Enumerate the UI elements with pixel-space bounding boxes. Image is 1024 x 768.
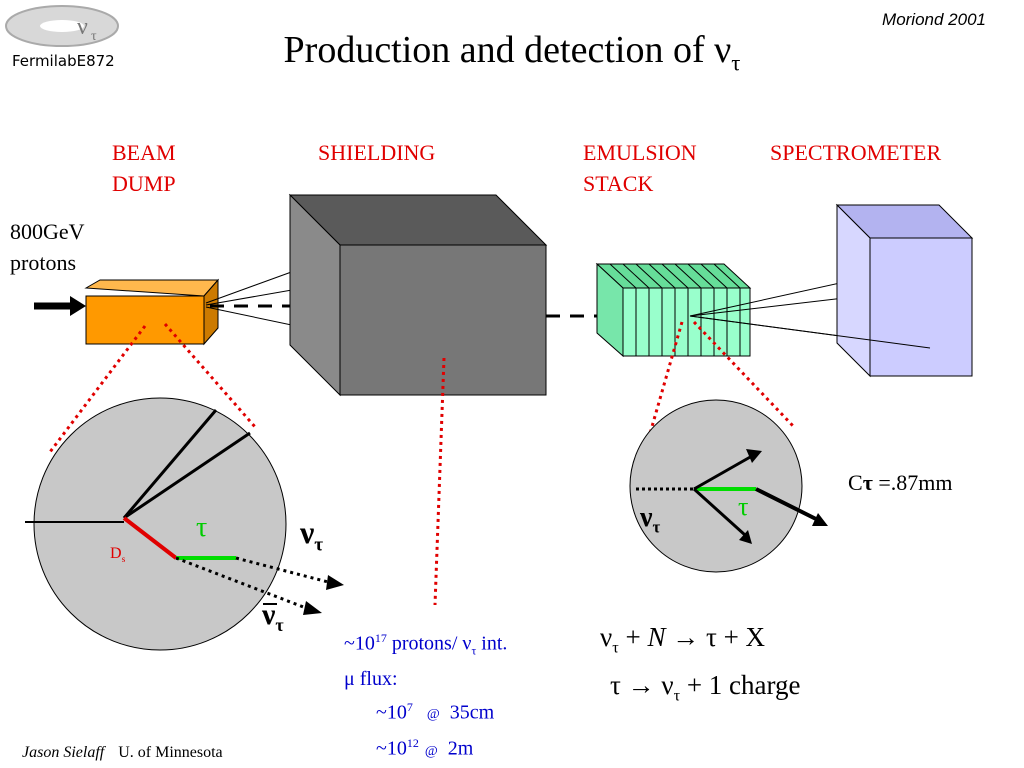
- ds-track: [122, 516, 178, 560]
- flux-l3b: 35cm: [449, 701, 495, 724]
- r2-rest: + 1 charge: [680, 670, 801, 701]
- flux-block: ~1017 protons/ ντ int. μ flux: ~107@35cm…: [344, 624, 507, 766]
- ds-label: Ds: [110, 545, 125, 565]
- ds-main: D: [110, 545, 122, 562]
- nu-symbol: ν: [300, 514, 315, 550]
- beam-dump-box: [84, 278, 220, 346]
- flux-l1sub: τ: [471, 643, 477, 658]
- r1-nu-sub: τ: [612, 638, 619, 657]
- flux-l3at: @: [426, 707, 440, 723]
- flux-l3a: ~10: [376, 701, 407, 724]
- reaction-2: τ → ντ + 1 charge: [600, 666, 801, 714]
- ctau-value: =.87mm: [872, 470, 953, 495]
- nu-symbol-right: ν: [640, 502, 653, 533]
- ctau-label: Cτ =.87mm: [848, 470, 952, 496]
- reaction-block: ντ + N → τ + X τ → ντ + 1 charge: [600, 618, 801, 715]
- r1-rest: → τ + X: [665, 622, 766, 652]
- r1-n: N: [647, 622, 666, 652]
- nubar-symbol: ν: [262, 598, 276, 631]
- right-zoom-circle: [629, 399, 828, 573]
- footer: Jason Sielaff U. of Minnesota: [22, 744, 223, 762]
- beam-label-line1: 800GeV: [10, 219, 85, 244]
- flux-l3sup: 7: [406, 699, 413, 714]
- svg-text:ν: ν: [77, 14, 88, 40]
- beam-label-line2: protons: [10, 250, 76, 275]
- r2-sub: τ: [673, 686, 681, 705]
- logo-label: FermilabE872: [12, 52, 115, 70]
- flux-l4sup: 12: [406, 736, 419, 751]
- ctau-c: C: [848, 470, 863, 495]
- label-spectrometer: SPECTROMETER: [770, 140, 942, 165]
- nu-tau-label-left: ντ: [300, 514, 323, 556]
- label-beam-dump: BEAM DUMP: [112, 137, 176, 199]
- label-emulsion-line2: STACK: [583, 171, 654, 196]
- tau-label-left: τ: [196, 512, 208, 543]
- tau-label-right: τ: [738, 492, 749, 521]
- nu-sub: τ: [314, 534, 324, 556]
- zoom-guides: [48, 320, 797, 606]
- footer-affiliation: U. of Minnesota: [118, 744, 223, 761]
- ds-sub: s: [121, 554, 126, 566]
- r1-plus: +: [618, 622, 648, 652]
- flux-l1b: protons/ ν: [386, 632, 472, 655]
- spectrometer-box: [835, 203, 974, 378]
- flux-l4at: @: [424, 743, 438, 759]
- emulsion-stack: [595, 262, 752, 358]
- label-beam-dump-line1: BEAM: [112, 140, 176, 165]
- nu-tau-label-right: ντ: [640, 502, 660, 538]
- r1-nu: ν: [600, 622, 613, 652]
- shielding-block: [288, 193, 548, 397]
- label-shielding: SHIELDING: [318, 140, 436, 165]
- nu-sub-right: τ: [652, 517, 661, 537]
- flux-l1c: int.: [476, 632, 508, 655]
- nubar-sub: τ: [275, 615, 284, 635]
- proton-beam-arrow: [34, 296, 86, 316]
- left-zoom-circle: [25, 397, 344, 651]
- conference-label: Moriond 2001: [882, 10, 986, 29]
- flux-l4b: 2m: [447, 737, 474, 760]
- flux-line-2: μ flux:: [344, 667, 398, 690]
- flux-line-3: ~107 @35cm: [344, 693, 507, 730]
- beam-label: 800GeV protons: [10, 216, 85, 278]
- footer-author: Jason Sielaff: [22, 744, 105, 761]
- flux-line-1: ~1017 protons/ ντ int.: [344, 624, 507, 665]
- flux-l1a: ~10: [344, 632, 375, 655]
- title-tau: τ: [731, 50, 741, 76]
- title-text: Production and detection of: [283, 29, 715, 71]
- nubar-tau-label: ντ: [262, 598, 284, 636]
- flux-l1sup: 17: [374, 631, 387, 645]
- label-emulsion-stack: EMULSION STACK: [583, 137, 697, 199]
- flux-line-4: ~1012 @2m: [344, 729, 507, 766]
- label-emulsion-line1: EMULSION: [583, 140, 697, 165]
- label-beam-dump-line2: DUMP: [112, 171, 176, 196]
- title-nu: ν: [714, 29, 732, 71]
- r2-main: τ → ν: [610, 670, 674, 701]
- nu-tau-logo: ν τ: [5, 5, 119, 47]
- svg-text:τ: τ: [91, 29, 97, 44]
- flux-l4a: ~10: [376, 737, 407, 760]
- reaction-1: ντ + N → τ + X: [600, 618, 801, 666]
- page-title: Production and detection of ντ: [0, 28, 1024, 77]
- ctau-tau: τ: [862, 470, 873, 495]
